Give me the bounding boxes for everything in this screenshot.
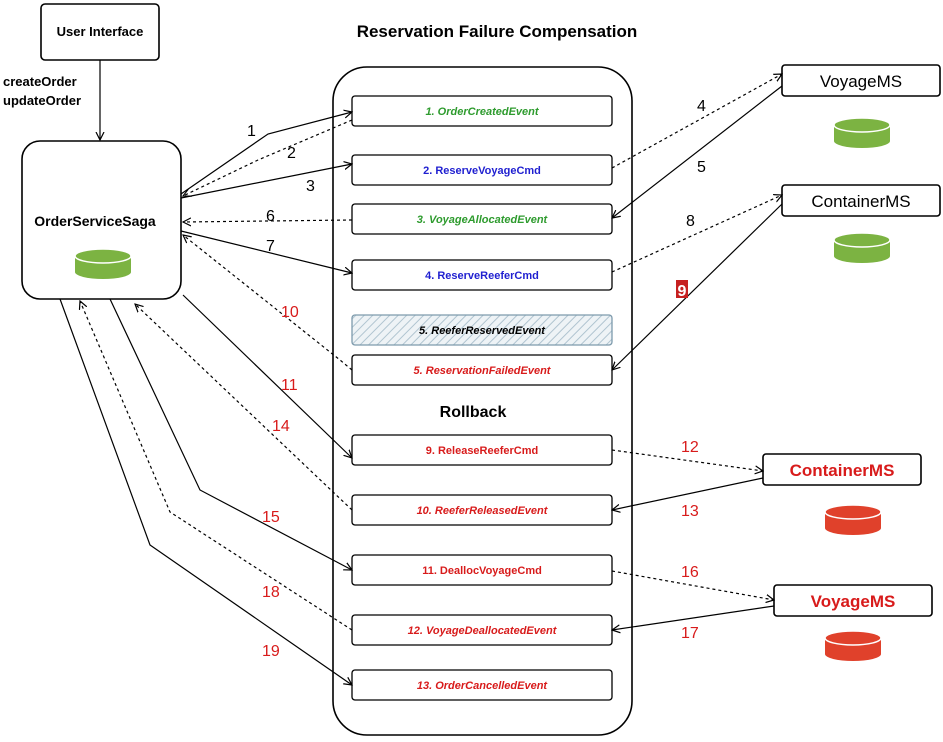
container-ms-top-database-icon <box>833 232 891 263</box>
step-number-11: 11 <box>281 377 298 394</box>
arrow-9 <box>612 203 783 370</box>
database-top <box>833 232 891 248</box>
arrow-14 <box>135 304 353 511</box>
message-box[interactable]: 9. ReleaseReeferCmd <box>351 434 613 466</box>
user-interface-node[interactable]: User Interface <box>40 3 160 61</box>
container-ms-top-label: ContainerMS <box>811 192 910 211</box>
arrow-3 <box>180 164 352 199</box>
message-label: 1. OrderCreatedEvent <box>425 106 539 118</box>
step-number-12: 12 <box>681 439 699 456</box>
voyage-ms-top-node[interactable]: VoyageMS <box>781 64 941 97</box>
container-ms-top-node[interactable]: ContainerMS <box>781 184 941 217</box>
step-number-9-badge <box>676 280 688 298</box>
message-box[interactable]: 11. DeallocVoyageCmd <box>351 554 613 586</box>
voyage-ms-bottom-database-icon <box>824 630 882 661</box>
message-box[interactable]: 4. ReserveReeferCmd <box>351 259 613 291</box>
arrow-13 <box>612 477 764 510</box>
database-top <box>833 117 891 133</box>
message-box[interactable]: 5. ReeferReservedEvent <box>351 314 613 346</box>
message-box[interactable]: 2. ReserveVoyageCmd <box>351 154 613 186</box>
database-top <box>824 504 882 520</box>
ui-call-update-order: updateOrder <box>3 93 81 108</box>
voyage-ms-top-label: VoyageMS <box>820 72 902 91</box>
step-number-2: 2 <box>287 145 296 162</box>
step-number-16: 16 <box>681 564 699 581</box>
database-top <box>824 630 882 646</box>
container-ms-bottom-node[interactable]: ContainerMS <box>762 453 922 486</box>
message-box[interactable]: 1. OrderCreatedEvent <box>351 95 613 127</box>
arrow-11 <box>182 294 352 458</box>
message-label: 10. ReeferReleasedEvent <box>417 505 549 517</box>
message-label: 9. ReleaseReeferCmd <box>426 445 539 457</box>
message-label: 5. ReservationFailedEvent <box>414 365 552 377</box>
user-interface-label: User Interface <box>57 24 144 39</box>
message-label: 3. VoyageAllocatedEvent <box>417 214 549 226</box>
arrow-17 <box>612 605 775 630</box>
message-box[interactable]: 5. ReservationFailedEvent <box>351 354 613 386</box>
step-number-5: 5 <box>697 159 706 176</box>
arrow-12 <box>611 449 763 471</box>
message-box-frame <box>351 314 613 346</box>
message-label: 2. ReserveVoyageCmd <box>423 165 541 177</box>
step-number-9: 9 <box>678 283 687 300</box>
voyage-ms-bottom-node[interactable]: VoyageMS <box>773 584 933 617</box>
arrow-15 <box>109 298 352 570</box>
arrow-5 <box>612 85 783 218</box>
saga-label: OrderServiceSaga <box>34 213 156 229</box>
arrow-2 <box>183 119 353 196</box>
step-number-8: 8 <box>686 213 695 230</box>
container-ms-bottom-database-icon <box>824 504 882 535</box>
message-label: 13. OrderCancelledEvent <box>417 680 549 692</box>
arrow-19 <box>59 298 352 685</box>
message-label: 11. DeallocVoyageCmd <box>422 565 542 577</box>
diagram-title: Reservation Failure Compensation <box>357 22 638 41</box>
saga-database-icon <box>74 248 132 279</box>
step-number-14: 14 <box>272 418 290 435</box>
message-box[interactable]: 3. VoyageAllocatedEvent <box>351 203 613 235</box>
step-number-4: 4 <box>697 98 706 115</box>
message-label: 5. ReeferReservedEvent <box>419 325 546 337</box>
arrow-10 <box>183 235 353 371</box>
step-number-19: 19 <box>262 643 280 660</box>
arrow-18 <box>80 301 353 631</box>
message-box[interactable]: 12. VoyageDeallocatedEvent <box>351 614 613 646</box>
order-service-saga-node[interactable]: OrderServiceSaga <box>21 140 182 300</box>
voyage-ms-top-database-icon <box>833 117 891 148</box>
arrow-4 <box>611 74 782 169</box>
arrow-6 <box>183 220 353 222</box>
event-bus-container <box>332 66 633 736</box>
step-number-15: 15 <box>262 509 280 526</box>
message-box-frame <box>351 203 613 235</box>
database-top <box>74 248 132 264</box>
step-number-10: 10 <box>281 304 299 321</box>
step-number-17: 17 <box>681 625 699 642</box>
step-number-18: 18 <box>262 584 280 601</box>
step-number-13: 13 <box>681 503 699 520</box>
step-number-6: 6 <box>266 208 275 225</box>
step-number-7: 7 <box>266 238 275 255</box>
arrow-8 <box>611 195 782 273</box>
voyage-ms-bottom-label: VoyageMS <box>811 592 896 611</box>
flow-arrows <box>59 74 783 685</box>
step-number-1: 1 <box>247 123 256 140</box>
container-ms-bottom-label: ContainerMS <box>790 461 895 480</box>
rollback-label: Rollback <box>440 404 507 421</box>
ui-call-create-order: createOrder <box>3 74 77 89</box>
message-box[interactable]: 10. ReeferReleasedEvent <box>351 494 613 526</box>
message-box[interactable]: 13. OrderCancelledEvent <box>351 669 613 701</box>
step-number-3: 3 <box>306 178 315 195</box>
message-label: 4. ReserveReeferCmd <box>425 270 539 282</box>
arrow-7 <box>180 230 352 273</box>
message-box-frame <box>351 154 613 186</box>
step-numbers: 1 2 3 4 5 6 7 8 9 10 11 12 13 14 15 16 1… <box>247 98 706 660</box>
arrow-1 <box>180 112 352 195</box>
message-label: 12. VoyageDeallocatedEvent <box>408 625 558 637</box>
